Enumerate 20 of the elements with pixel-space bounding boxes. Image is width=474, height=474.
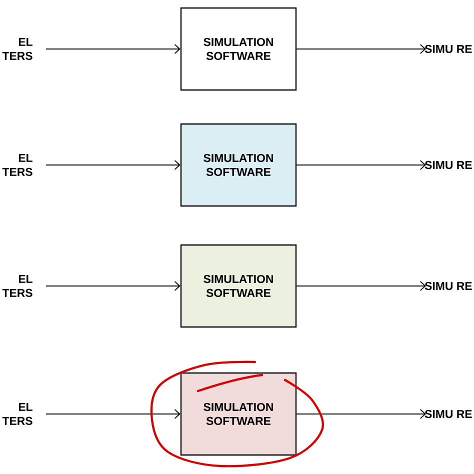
arrow	[296, 160, 426, 170]
output-label: SIMU RE	[424, 44, 472, 54]
output-label: SIMU RE	[424, 282, 472, 290]
process-box: SIMULATION SOFTWARE	[180, 123, 297, 207]
input-label: EL TERS	[2, 38, 32, 60]
arrow	[46, 409, 180, 419]
arrow	[46, 281, 180, 291]
input-label: EL TERS	[2, 275, 32, 297]
process-box: SIMULATION SOFTWARE	[180, 7, 297, 91]
arrow	[296, 409, 426, 419]
output-label: SIMU RE	[424, 410, 472, 418]
input-label: EL TERS	[2, 154, 32, 176]
process-box: SIMULATION SOFTWARE	[180, 244, 297, 328]
input-label: EL TERS	[2, 403, 32, 425]
output-label: SIMU RE	[424, 160, 472, 170]
arrow	[296, 281, 426, 291]
arrow	[46, 44, 180, 54]
process-box: SIMULATION SOFTWARE	[180, 372, 297, 456]
arrow	[296, 44, 426, 54]
arrow	[46, 160, 180, 170]
